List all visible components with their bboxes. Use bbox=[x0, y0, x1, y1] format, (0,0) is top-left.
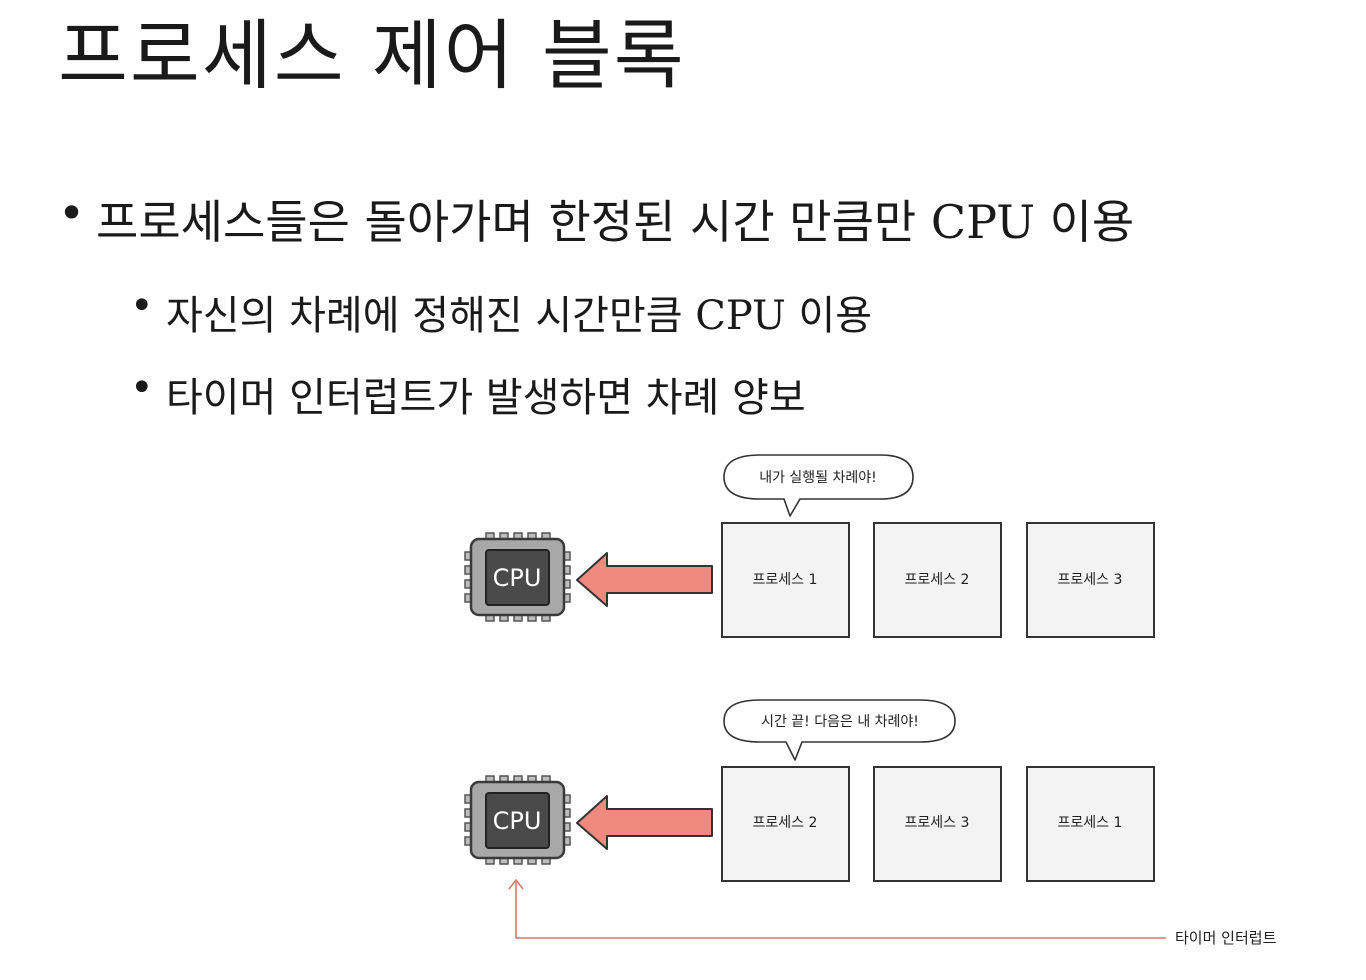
cpu-label: CPU bbox=[493, 564, 542, 592]
process-box bbox=[721, 766, 850, 882]
cpu-chip-icon bbox=[464, 775, 571, 865]
process-label: 프로세스 1 bbox=[753, 572, 818, 588]
process-label: 프로세스 2 bbox=[753, 815, 818, 831]
process-box bbox=[873, 766, 1002, 882]
timer-interrupt-label: 타이머 인터럽트 bbox=[1175, 929, 1277, 947]
process-box bbox=[1026, 766, 1155, 882]
process-box bbox=[873, 522, 1002, 638]
slide-title: 프로세스 제어 블록 bbox=[58, 11, 686, 100]
bullet-main: 프로세스들은 돌아가며 한정된 시간 만큼만 CPU 이용 bbox=[58, 186, 1134, 252]
bullet-sub-2: 타이머 인터럽트가 발생하면 차례 양보 bbox=[130, 365, 806, 423]
bullet-sub-1: 자신의 차례에 정해진 시간만큼 CPU 이용 bbox=[130, 283, 872, 341]
speech-text: 내가 실행될 차례야! bbox=[759, 470, 877, 486]
process-label: 프로세스 2 bbox=[905, 572, 970, 588]
speech-bubble bbox=[723, 454, 914, 517]
process-label: 프로세스 3 bbox=[1058, 572, 1123, 588]
process-label: 프로세스 3 bbox=[905, 815, 970, 831]
cpu-label: CPU bbox=[493, 807, 542, 835]
timer-arrow-head-icon bbox=[508, 878, 524, 890]
arrow-to-cpu bbox=[576, 552, 713, 607]
process-box bbox=[1026, 522, 1155, 638]
process-label: 프로세스 1 bbox=[1058, 815, 1123, 831]
speech-text: 시간 끝! 다음은 내 차례야! bbox=[761, 714, 919, 730]
arrow-to-cpu bbox=[576, 795, 713, 850]
process-box bbox=[721, 522, 850, 638]
timer-interrupt-line bbox=[515, 882, 1166, 939]
cpu-chip-icon bbox=[464, 532, 571, 622]
speech-bubble bbox=[723, 699, 956, 761]
